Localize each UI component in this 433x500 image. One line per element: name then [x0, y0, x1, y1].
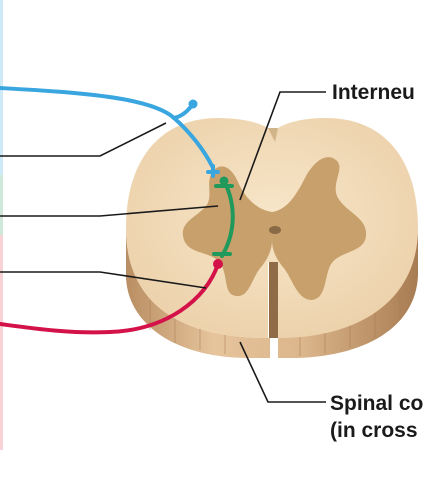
interneuron [212, 179, 235, 258]
interneuron-label: Interneu [332, 81, 415, 104]
sensory-neuron-cell-body [188, 99, 198, 109]
central-canal [269, 226, 281, 234]
spinal-cord-cross-section [126, 118, 418, 338]
leader-line-interneuron-body [0, 205, 219, 217]
leader-line-sensory [0, 122, 167, 157]
interneuron-cell-body [219, 176, 229, 186]
edge-strip-green [0, 175, 3, 235]
leader-line-interneuron-label [239, 91, 326, 201]
motor-neuron-cell-body [213, 259, 223, 269]
leader-line-spinal-cord [239, 341, 326, 403]
edge-strip-pink [0, 235, 3, 450]
leader-lines [0, 91, 326, 403]
spinal-cord-label-line2: (in cross [330, 419, 418, 442]
leader-line-motor [0, 271, 207, 289]
spinal-cord-label-line1: Spinal co [330, 392, 424, 415]
motor-neuron [0, 262, 220, 335]
